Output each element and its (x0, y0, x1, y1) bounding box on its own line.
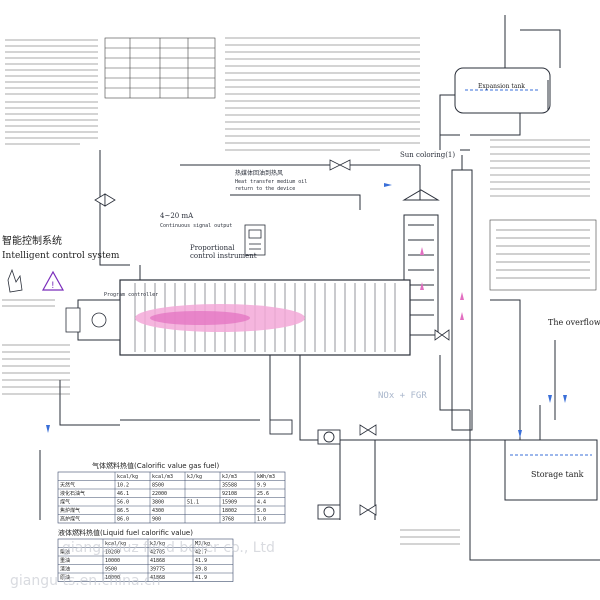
intelligent-title-cn: 智能控制系统 (2, 234, 62, 247)
liquid-table-header-cell: MJ/kg (195, 541, 210, 547)
liquid-table-cell: 10200 (105, 550, 120, 556)
gas-table-cell: 4.4 (257, 500, 266, 506)
gas-table-cell: 液化石油气 (60, 490, 85, 497)
liquid-table-cell: 柴油 (60, 549, 70, 556)
liquid-table-cell: 39775 (150, 567, 165, 573)
burner (77, 299, 121, 341)
svg-text:!: ! (51, 281, 55, 291)
intelligent-title-en: Intelligent control system (2, 251, 120, 261)
top-center-description-block (225, 37, 420, 151)
gas-table-cell: 8500 (152, 483, 164, 489)
gas-table-cell: 3800 (152, 500, 164, 506)
liquid-table-cell: 10000 (105, 575, 120, 581)
gas-table-cell: 15909 (222, 500, 237, 506)
gas-table-header-cell: kJ/m3 (222, 474, 237, 480)
liquid-table-border (57, 538, 234, 582)
expansion-tank-label: Expansion tank (478, 83, 525, 90)
liquid-table-cell: 42.7 (195, 550, 207, 556)
gas-table-cell: 900 (152, 517, 161, 523)
signal-label: 4~20 mA (160, 212, 194, 220)
gas-table-cell: 1.0 (257, 517, 266, 523)
gas-table-cell: 56.0 (117, 500, 129, 506)
gas-table-cell: 86.5 (117, 508, 129, 514)
expansion-tank (454, 67, 551, 114)
top-spec-table (104, 37, 216, 99)
left-notes-block (2, 299, 70, 395)
gas-table-cell: 35588 (222, 483, 237, 489)
gas-table-cell: 18002 (222, 508, 237, 514)
right-notes-block (490, 139, 590, 197)
liquid-table-header-cell: kJ/kg (150, 541, 165, 547)
right-spec-box (489, 219, 597, 291)
economizer-column (403, 214, 439, 336)
valves (94, 159, 450, 516)
program-controller-label: Program controller (104, 292, 158, 298)
liquid-fuel-table: kcal/kg kJ/kg MJ/kg 柴油 10200 42705 42.7 重油 10000… (57, 538, 234, 582)
gas-table-header-cell: kcal/kg (117, 474, 138, 480)
proportional-label: Proportional (190, 244, 235, 252)
hand-touch-icon (7, 268, 23, 293)
liquid-table-cell: 9500 (105, 567, 117, 573)
blue-flow-arrows (46, 183, 567, 438)
gas-table-cell: 4300 (152, 508, 164, 514)
pumps (269, 419, 341, 520)
gas-table-cell: 高炉煤气 (60, 516, 80, 523)
flue-flow-arrows (420, 247, 464, 320)
watermark-company: gianguoluz fired boiler co., Ltd (62, 540, 275, 556)
liquid-table-header-cell: kcal/kg (105, 541, 126, 547)
storage-tank-label: Storage tank (531, 470, 584, 479)
gas-table-header-cell: kJ/kg (187, 474, 202, 480)
liquid-table-cell: 渣油 (60, 566, 70, 573)
gas-table-cell: 9.9 (257, 483, 266, 489)
liquid-table-cell: 10000 (105, 558, 120, 564)
gas-table-header-cell: kWh/m3 (257, 474, 275, 480)
heat-return-cn: 热媒体回油到热风 (235, 169, 283, 177)
heat-return-en1: Heat transfer medium oil (235, 179, 307, 185)
gas-table-cell: 10.2 (117, 483, 129, 489)
main-boiler (65, 279, 411, 356)
gas-fuel-table: kcal/kg kcal/m3 kJ/kg kJ/m3 kWh/m3 天然气 10.2 850… (57, 471, 286, 524)
gas-table-cell: 86.0 (117, 517, 129, 523)
gas-table-cell: 22000 (152, 491, 167, 497)
liquid-table-title: 液体燃料热值(Liquid fuel calorific value) (58, 528, 193, 537)
liquid-table-cell: 41868 (150, 558, 165, 564)
nox-label: NOx + FGR (378, 391, 427, 401)
gas-table-cell: 46.1 (117, 491, 129, 497)
storage-tank-group (504, 405, 598, 501)
liquid-table-cell: 39.8 (195, 567, 207, 573)
gas-table-header-cell: kcal/m3 (152, 474, 173, 480)
chimney-stack (402, 155, 473, 431)
bottom-notes-block (400, 529, 460, 545)
storage-tank (504, 439, 598, 501)
heat-return-en2: return to the device (235, 186, 295, 192)
gas-table-cell: 天然气 (60, 482, 75, 489)
watermark-site: giangu ts.en.china.cn (10, 573, 161, 589)
overflow-label: The overflow (548, 318, 600, 327)
top-left-description-block (5, 39, 98, 145)
gas-table-cell: 煤气 (60, 499, 70, 506)
warning-icon: ! (41, 270, 65, 291)
liquid-table-cell: 重油 (60, 557, 70, 564)
control-instrument-label: control instrument (190, 252, 257, 260)
gas-table-cell: 25.6 (257, 491, 269, 497)
liquid-table-cell: 42705 (150, 550, 165, 556)
gas-table-title: 气体燃料热值(Calorific value gas fuel) (92, 461, 220, 470)
signal-en-label: Continuous signal output (160, 223, 232, 229)
gas-table-cell: 51.1 (187, 500, 199, 506)
piping-network (39, 100, 600, 561)
liquid-table-cell: 41.9 (195, 558, 207, 564)
liquid-table-cell: 41868 (150, 575, 165, 581)
gas-table-cell: 5.0 (257, 508, 266, 514)
sun-coloring-label: Sun coloring(1) (400, 151, 455, 159)
gas-table-cell: 92108 (222, 491, 237, 497)
liquid-table-cell: 41.9 (195, 575, 207, 581)
gas-table-cell: 3768 (222, 517, 234, 523)
liquid-table-cell: 原油 (60, 574, 70, 581)
control-cabinet (244, 224, 266, 256)
gas-table-cell: 焦炉煤气 (60, 507, 80, 514)
